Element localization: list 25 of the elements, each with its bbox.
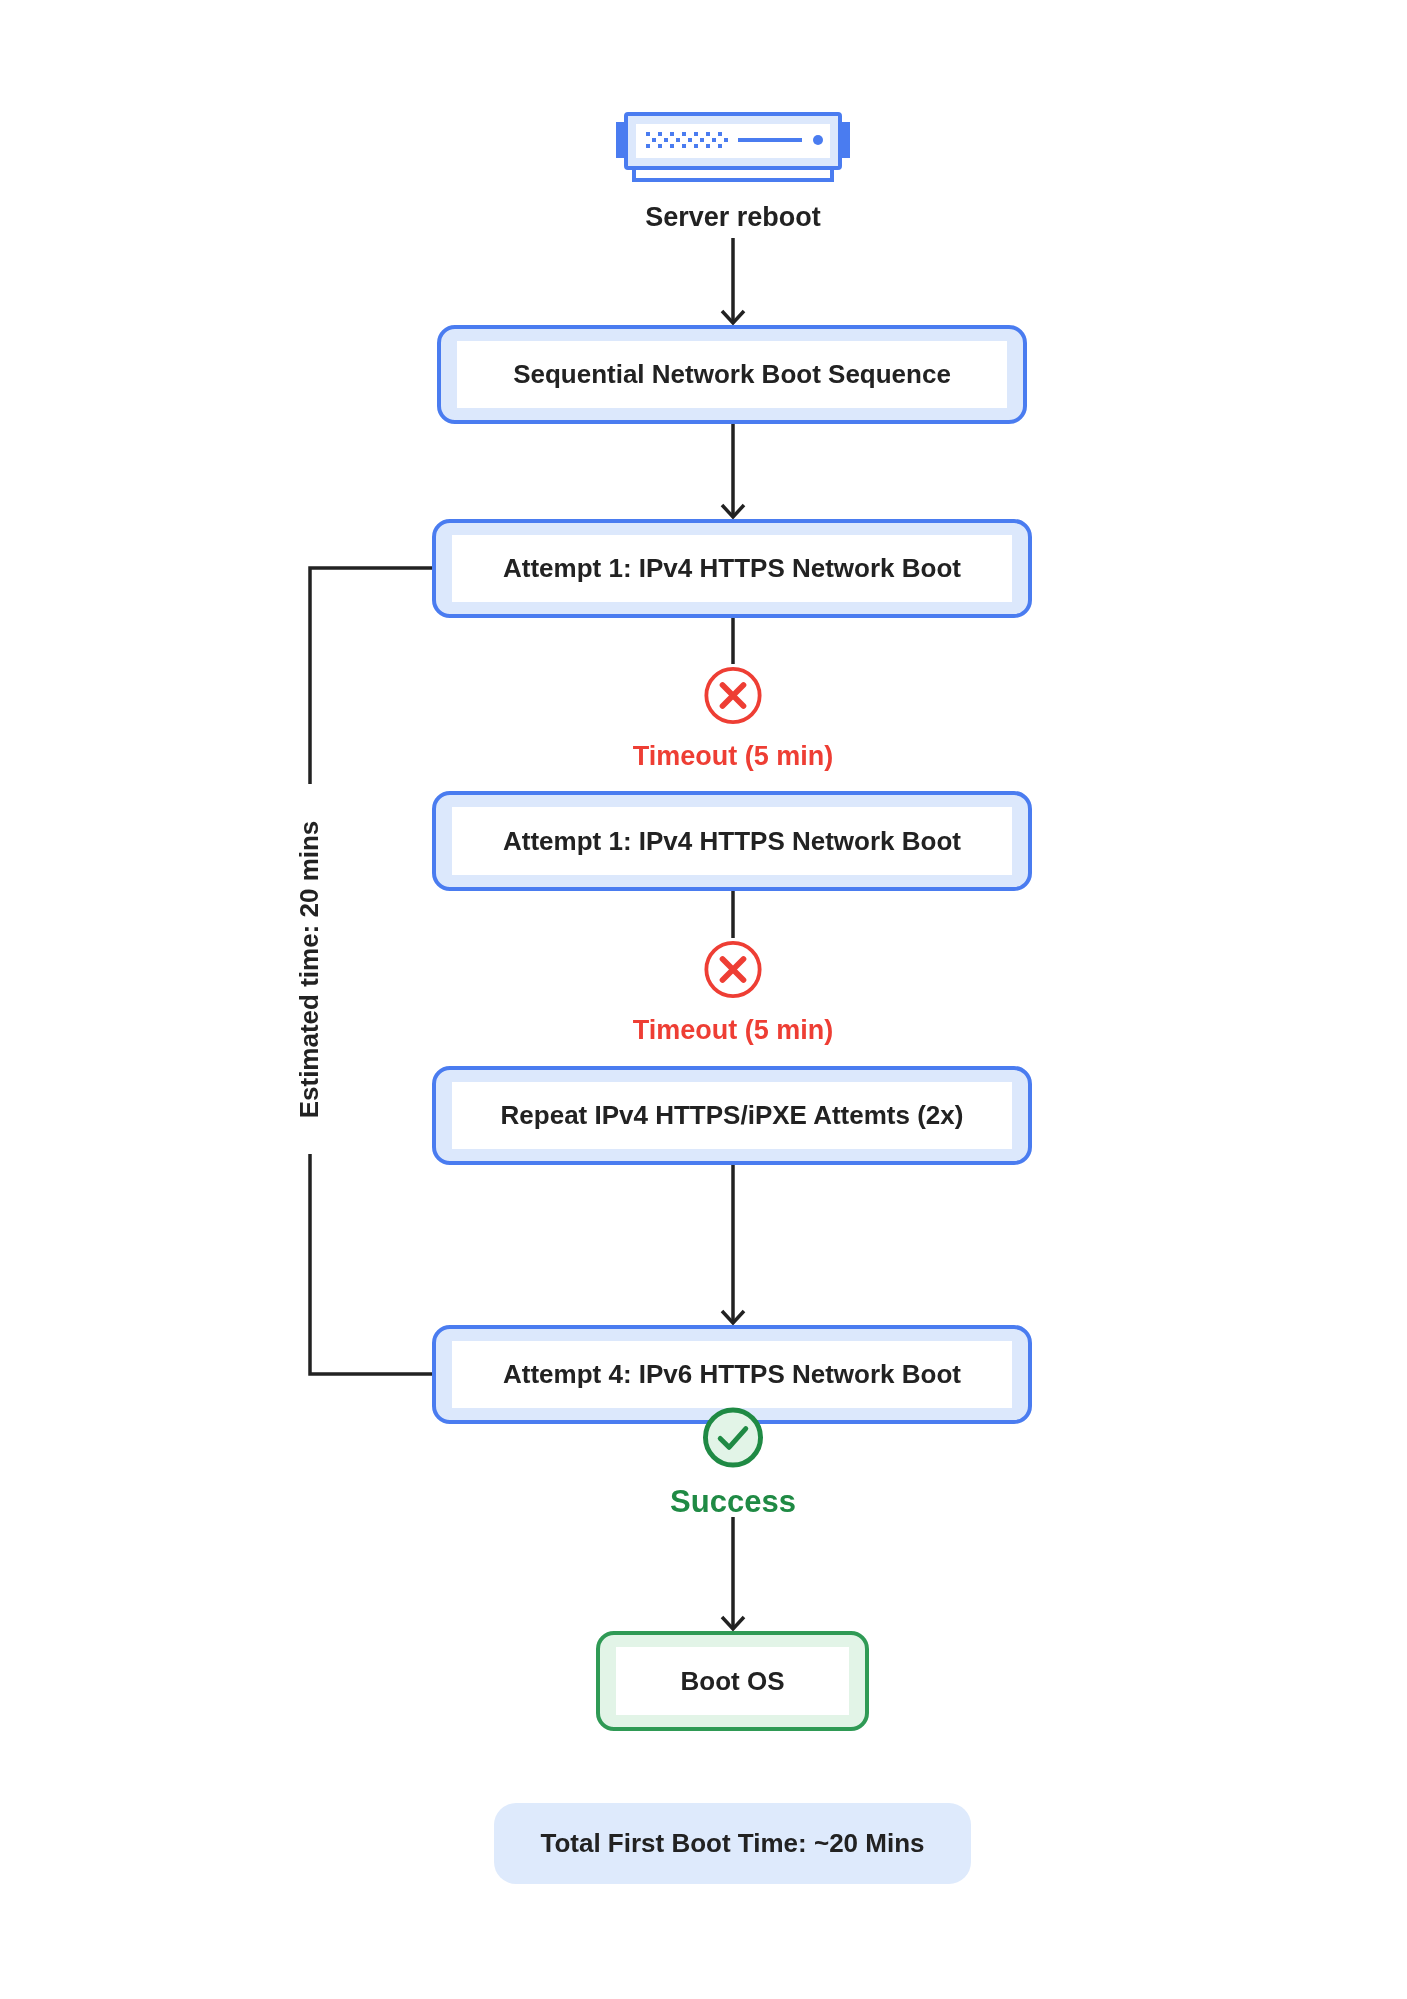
box-label: Sequential Network Boot Sequence: [513, 358, 951, 391]
box-label: Attempt 4: IPv6 HTTPS Network Boot: [503, 1358, 961, 1391]
box-label: Boot OS: [680, 1664, 785, 1698]
summary-box: [494, 1803, 971, 1884]
status-label: Success: [670, 1486, 796, 1517]
box-label: Repeat IPv4 HTTPS/iPXE Attemts (2x): [500, 1099, 964, 1132]
process-box: [596, 1631, 869, 1731]
summary-label: Total First Boot Time: ~20 Mins: [540, 1827, 925, 1860]
arrow: [720, 238, 746, 325]
process-box: [432, 519, 1032, 618]
node-label: Server reboot: [645, 204, 821, 231]
status-label: Timeout (5 min): [632, 743, 834, 770]
status-label: Timeout (5 min): [632, 1017, 834, 1044]
arrow: [720, 1165, 746, 1325]
process-box: [437, 325, 1027, 424]
bracket-label: Estimated time: 20 mins: [293, 820, 326, 1118]
arrow: [720, 424, 746, 519]
process-box: [432, 791, 1032, 891]
process-box: [432, 1325, 1032, 1424]
box-label: Attempt 1: IPv4 HTTPS Network Boot: [503, 552, 961, 585]
arrow: [720, 1517, 746, 1631]
connector-line: [731, 618, 735, 664]
connector-line: [731, 891, 735, 938]
process-box: [432, 1066, 1032, 1165]
box-label: Attempt 1: IPv4 HTTPS Network Boot: [503, 824, 961, 858]
